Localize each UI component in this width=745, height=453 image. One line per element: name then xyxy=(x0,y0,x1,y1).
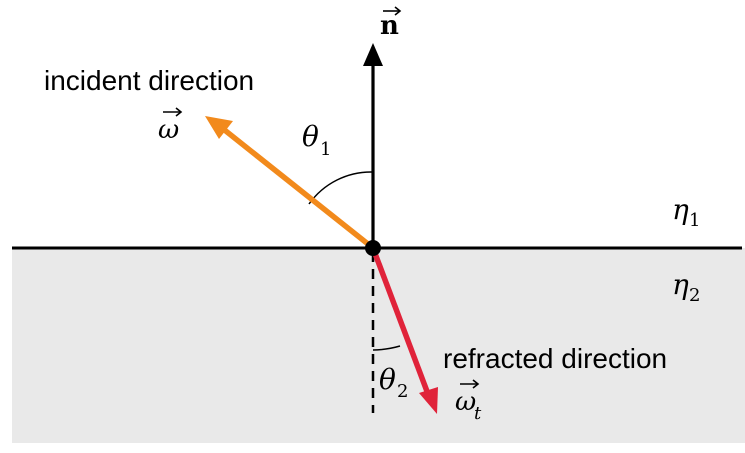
refracted-arrowhead xyxy=(419,387,438,414)
theta1-label: θ 1 xyxy=(302,120,331,160)
svg-text:t: t xyxy=(474,403,482,424)
svg-text:θ: θ xyxy=(302,120,319,153)
svg-text:ω: ω xyxy=(158,115,179,145)
intersection-point xyxy=(365,240,381,256)
theta2-arc xyxy=(372,345,401,351)
svg-text:1: 1 xyxy=(320,139,331,160)
svg-text:η: η xyxy=(672,193,689,226)
theta2-label: θ 2 xyxy=(379,363,408,402)
refracted-direction-label: refracted direction xyxy=(443,343,667,374)
svg-text:2: 2 xyxy=(689,285,700,306)
lower-medium-region xyxy=(12,248,745,443)
svg-text:2: 2 xyxy=(397,381,408,402)
theta1-arc xyxy=(308,171,374,205)
eta2-label: η 2 xyxy=(672,268,700,306)
normal-arrowhead xyxy=(363,43,383,66)
svg-text:η: η xyxy=(672,268,689,301)
refracted-omega-label: ω t xyxy=(455,379,482,424)
incident-arrowhead xyxy=(205,116,233,139)
incident-direction-label: incident direction xyxy=(44,65,254,96)
incident-arrow xyxy=(220,125,375,251)
normal-symbol: n xyxy=(380,11,399,41)
svg-text:ω: ω xyxy=(455,387,476,417)
incident-omega-label: ω xyxy=(158,107,183,145)
svg-text:1: 1 xyxy=(689,210,700,231)
normal-label: n xyxy=(380,6,402,41)
eta1-label: η 1 xyxy=(672,193,700,231)
refracted-arrow xyxy=(370,247,431,395)
svg-text:θ: θ xyxy=(379,363,396,396)
